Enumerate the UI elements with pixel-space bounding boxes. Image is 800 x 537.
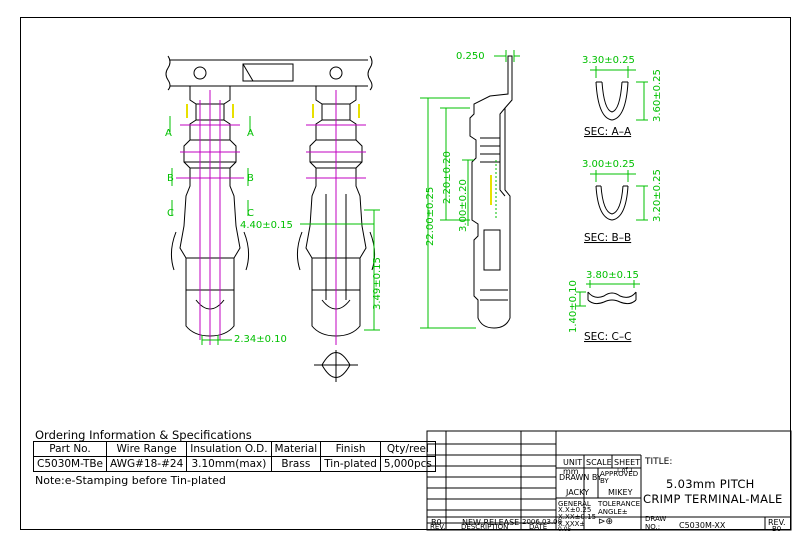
rev-value: B0 [772,525,782,533]
ordering-data-row: C5030M-TBe AWG#18-#24 3.10mm(max) Brass … [32,456,436,472]
dim-3-49: 3.49±0.15 [372,257,383,310]
front-dimension-lines [169,116,380,345]
sec-c-label: SEC: C–C [584,331,631,343]
cell-part-no: C5030M-TBe [32,456,108,472]
dim-1-40: 1.40±0.10 [568,280,579,333]
ordering-title: Ordering Information & Specifications [35,428,252,442]
sec-b-label: SEC: B–B [584,232,631,244]
section-c-right: C [247,208,254,219]
tol-x-xx: X.XX±0.15 [558,513,597,521]
cell-qty: 5,000pcs [379,456,436,472]
rev-row-date: 2006.03.08 [522,518,563,526]
sec-a-label: SEC: A–A [584,126,632,138]
angle-label: ANGLE± [598,508,628,516]
dim-3-80: 3.80±0.15 [586,270,639,281]
dim-2-20: 2.20±0.20 [442,151,453,204]
drawing-border [20,17,791,530]
col-date-label: DATE [529,523,548,531]
col-material: Material [270,441,322,457]
ordering-header-row: Part No. Wire Range Insulation O.D. Mate… [32,441,436,457]
dim-0-250: 0.250 [456,51,485,62]
sheet-label: SHEET [614,458,641,467]
cell-finish: Tin-plated [320,456,381,472]
approved-value: MIKEY [608,488,633,497]
front-highlights [186,104,492,205]
approved-label: APPROVED BY [600,470,639,485]
cell-material: Brass [270,456,322,472]
title-line2: CRIMP TERMINAL-MALE [643,492,783,506]
unit-value: mm [563,467,579,476]
drawn-by-label: DRAWN BY [559,473,602,482]
dim-3-60: 3.60±0.25 [652,69,663,122]
cell-wire-range: AWG#18-#24 [106,456,188,472]
drawn-by-value: JACKY [566,488,589,497]
side-dimension-lines [420,50,520,329]
col-desc-label: DESCRIPTION [461,523,509,531]
section-titles: SEC: A–A SEC: B–B SEC: C–C [584,126,632,343]
dim-3-20: 3.20±0.25 [652,169,663,222]
front-centerlines [176,90,366,345]
dim-3-30: 3.30±0.25 [582,55,635,66]
rev-row-rev: B0 [431,518,442,527]
section-views [587,81,637,305]
unit-label: UNIT [563,458,583,467]
projection-symbol-icon: ⊳⊕ [598,517,614,527]
section-dimension-lines [576,66,648,307]
title-label: TITLE: [645,457,673,467]
col-qty: Qty/reel [379,441,436,457]
section-c-left: C [167,208,174,219]
rev-row-desc: NEW RELEASE [462,518,520,527]
side-view [469,55,513,329]
col-rev-label: REV. [430,523,446,531]
title-line1: 5.03mm PITCH [666,477,755,491]
section-b-right: B [247,173,254,184]
rev-label: REV. [768,518,786,527]
dim-4-40: 4.40±0.15 [240,220,293,231]
title-block-grid [426,430,792,531]
ordering-table: Part No. Wire Range Insulation O.D. Mate… [32,441,436,472]
general-label: GENERAL [558,500,591,508]
section-dimension-text: 3.30±0.25 3.60±0.25 3.00±0.25 3.20±0.25 … [568,55,663,333]
draw-no-value: C5030M-XX [679,521,726,530]
sheet-value: 1 of 1 [616,467,634,474]
section-a-left: A [165,128,172,139]
tol-x-x: X.X±0.25 [558,506,592,514]
draw-no-label: DRAW NO.: [645,515,667,531]
dim-2-34: 2.34±0.10 [234,334,287,345]
tolerance-label: TOLERANCE [598,500,641,508]
cell-insulation: 3.10mm(max) [186,456,272,472]
col-wire-range: Wire Range [106,441,188,457]
col-insulation: Insulation O.D. [186,441,272,457]
dim-22-00: 22.00±0.25 [425,187,436,246]
section-b-left: B [167,173,174,184]
front-dimension-text: A A B B C C 4.40±0.15 2.34±0.10 3.49±0.1… [165,128,383,345]
col-part-no: Part No. [32,441,108,457]
section-a-right: A [247,128,254,139]
tol-x-xxx: X.XXX± [558,520,586,528]
col-finish: Finish [320,441,381,457]
tol-x-xxx-value: 0.05 [558,526,572,533]
side-dimension-text: 0.250 22.00±0.25 2.20±0.20 3.00±0.20 [425,51,485,246]
scale-label: SCALE [586,458,612,467]
ordering-note: Note:e-Stamping before Tin-plated [35,474,226,487]
dim-3-00b: 3.00±0.20 [458,179,469,232]
dim-3-00: 3.00±0.25 [582,159,635,170]
